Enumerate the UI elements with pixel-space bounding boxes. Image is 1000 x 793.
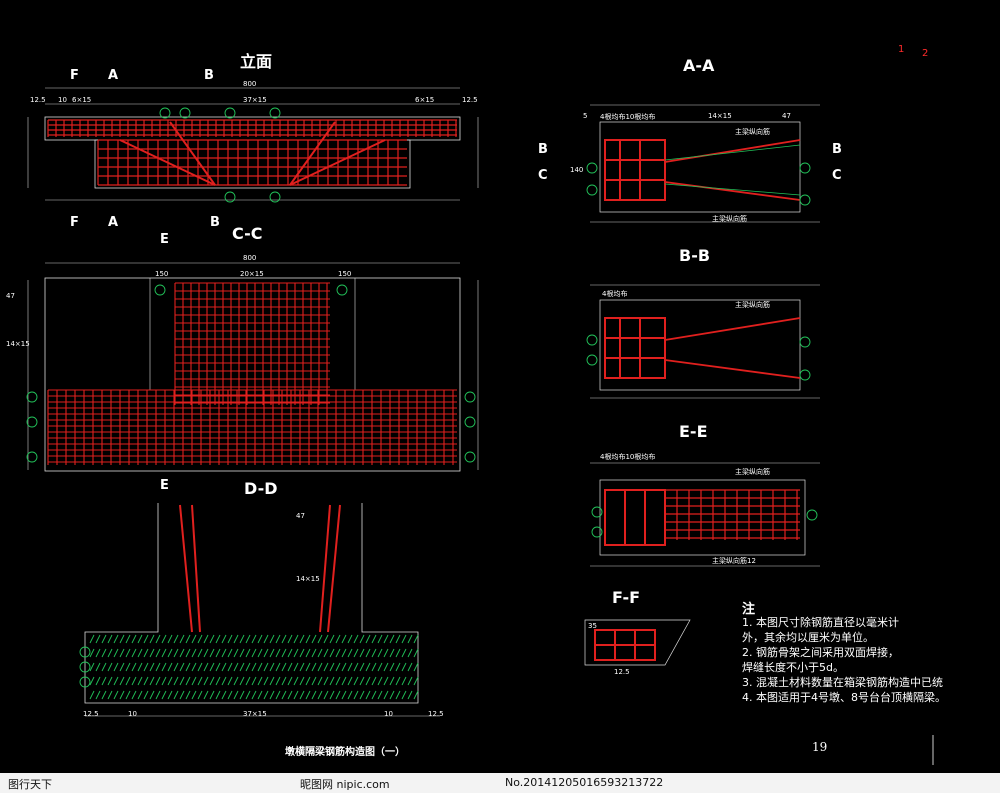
section-dd-dim-10-left: 10 [128,710,137,718]
section-ff-dim-12-5: 12.5 [614,668,630,676]
corner-mark-2: 2 [922,48,929,59]
section-aa-dim-14x15: 14×15 [708,112,732,120]
section-cc-title: C-C [232,224,263,243]
section-bb-top-note: 4根均布 [602,290,628,298]
section-aa-label-main-top: 主梁纵向筋 [735,128,770,136]
section-cc-dim-14x15: 14×15 [6,340,30,348]
corner-mark-1: 1 [898,44,905,55]
section-ff-title: F-F [612,588,641,607]
elevation-dim-right: 12.5 [462,96,478,104]
section-dd-view [84,503,440,717]
cad-drawing-canvas [26,87,934,765]
elevation-view [27,87,479,201]
elevation-mark-b-bottom: B [210,215,220,230]
footer-watermark: 图行天下 [8,778,52,791]
section-dd-dim-47: 47 [296,512,305,520]
footer-site: 昵图网 nipic.com [300,778,390,791]
section-ee-view [590,462,820,567]
note-line-6: 4. 本图适用于4号墩、8号台台顶横隔梁。 [742,691,946,704]
section-aa-dim-140: 140 [570,166,584,174]
section-ee-top-note: 4根均布10根均布 [600,453,656,461]
drawing-title: 墩横隔梁钢筋构造图（一） [285,747,405,758]
section-ee-label-main-top: 主梁纵向筋 [735,468,770,476]
section-cc-dim-150-left: 150 [155,270,169,278]
elevation-mark-a-bottom: A [108,215,119,230]
section-ff-view [584,619,691,666]
page-number: 19 [812,740,828,754]
elevation-mark-b: B [204,68,214,83]
elevation-dim-10-left: 10 [58,96,67,104]
section-cc-dim-47: 47 [6,292,15,300]
section-aa-view [590,104,820,223]
section-cc-mark-e-bottom: E [160,478,169,493]
section-ee-label-main-bottom: 主梁纵向筋12 [712,557,756,565]
section-ff-dim-35: 35 [588,622,597,630]
section-aa-mark-b-right: B [832,142,842,157]
section-dd-dim-37x15: 37×15 [243,710,267,718]
section-dd-dim-14x15: 14×15 [296,575,320,583]
elevation-dim-6x15-left: 6×15 [72,96,92,104]
elevation-mark-f: F [70,68,79,83]
section-aa-dim-47: 47 [782,112,791,120]
elevation-title: 立面 [240,52,273,71]
elevation-mark-a: A [108,68,119,83]
elevation-dim-6x15-right: 6×15 [415,96,435,104]
footer-id: No.20141205016593213722 [505,776,664,789]
elevation-dim-left: 12.5 [30,96,46,104]
section-aa-mark-c-right: C [832,168,842,183]
section-aa-mark-c-left: C [538,168,548,183]
section-bb-label-main: 主梁纵向筋 [735,301,770,309]
section-ee-title: E-E [679,422,708,441]
section-bb-title: B-B [679,246,711,265]
section-aa-dim-5: 5 [583,112,588,120]
elevation-mark-f-bottom: F [70,215,79,230]
section-dd-dim-right: 12.5 [428,710,444,718]
section-cc-dim-mid: 20×15 [240,270,264,278]
section-cc-mark-e: E [160,232,169,247]
section-cc-dim-150-right: 150 [338,270,352,278]
elevation-dim-total: 800 [243,80,257,88]
note-line-2: 外，其余均以厘米为单位。 [742,631,874,644]
section-cc-view [27,262,479,472]
section-bb-view [590,284,820,399]
notes-heading: 注 [742,602,756,617]
section-dd-dim-left: 12.5 [83,710,99,718]
section-dd-title: D-D [244,479,278,498]
elevation-dim-37x15: 37×15 [243,96,267,104]
watermark-footer: 图行天下 昵图网 nipic.com No.201412050165932137… [0,773,1000,793]
section-aa-title: A-A [683,56,715,75]
note-line-1: 1. 本图尺寸除钢筋直径以毫米计 [742,616,899,629]
section-dd-dim-10-right: 10 [384,710,393,718]
note-line-5: 3. 混凝土材料数量在箱梁钢筋构造中已统 [742,676,943,689]
section-cc-dim-total: 800 [243,254,257,262]
section-aa-top-note: 4根均布10根均布 [600,113,656,121]
note-line-3: 2. 钢筋骨架之间采用双面焊接， [742,646,899,659]
section-aa-label-main-bottom: 主梁纵向筋 [712,215,747,223]
note-line-4: 焊缝长度不小于5d。 [742,661,844,674]
section-aa-mark-b-left: B [538,142,548,157]
